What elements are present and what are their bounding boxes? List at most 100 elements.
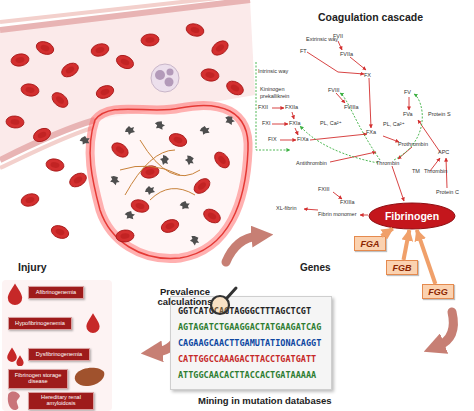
sequence-box: GGTCATGCAGTAGGGCTTTAGCTCGTAGTAGATCTGAAGG… <box>170 296 332 390</box>
red-blood-cells <box>167 131 188 148</box>
cascade-factor: FXIIa <box>285 104 298 110</box>
red-blood-cells <box>109 140 131 160</box>
red-blood-cells <box>67 170 89 189</box>
cascade-arrows <box>272 124 288 125</box>
disease-icons <box>7 283 104 410</box>
feedback-lines <box>340 93 380 160</box>
leukocyte <box>155 70 165 80</box>
cascade-factor: FXa <box>366 129 376 135</box>
red-blood-cells <box>6 115 25 129</box>
disorder-box: Hypofibrinogenemia <box>8 317 72 330</box>
platelets <box>189 234 201 246</box>
red-blood-cells <box>20 83 40 98</box>
feedback-lines <box>256 62 422 163</box>
cascade-arrows <box>295 128 298 135</box>
disease-icons <box>86 313 99 333</box>
flow-arrow <box>226 236 258 262</box>
red-blood-cells <box>94 83 115 100</box>
fibrin-strands <box>140 140 200 176</box>
sequence-line: AGTAGATCTGAAGGACTATGAAGATCAG <box>178 319 324 335</box>
gene-box: FGA <box>354 236 386 251</box>
disorder-name: Afibrinogenemia <box>36 290 76 296</box>
disorder-box: Fibrinogen storage disease <box>8 369 68 389</box>
platelets <box>79 135 91 146</box>
cascade-factor: FX <box>364 72 371 78</box>
cascade-factor: FXII <box>258 104 268 110</box>
red-blood-cells <box>200 68 220 83</box>
cascade-factor: Intrinsic way <box>258 68 288 74</box>
cascade-arrows <box>383 136 399 142</box>
cascade-arrows <box>350 57 366 70</box>
gene-name: FGB <box>393 263 412 273</box>
disorder-box: Afibrinogenemia <box>28 286 84 299</box>
cascade-factor: Thrombin <box>424 168 447 174</box>
disorder-name: Hereditary renal amyloidosis <box>29 395 93 407</box>
red-blood-cells <box>159 217 180 234</box>
red-blood-cells <box>130 198 150 214</box>
cascade-arrows <box>272 41 447 215</box>
fibrinogen-ellipse: Fibrinogen <box>368 202 456 230</box>
red-blood-cells <box>31 126 52 144</box>
blood-vessel <box>0 0 245 22</box>
cascade-factor: FVIII <box>328 87 340 93</box>
ellipse-fill <box>369 203 455 229</box>
cascade-factor: FVIIIa <box>344 104 359 110</box>
cascade-factor: FIXa <box>297 136 309 142</box>
red-blood-cells <box>20 192 40 208</box>
cascade-factor: Fibrin monomer <box>318 211 357 217</box>
cascade-factor: FIX <box>268 136 277 142</box>
disorder-name: Fibrinogen storage disease <box>9 373 67 385</box>
cascade-arrows <box>360 215 368 216</box>
cascade-factor: FT <box>300 48 307 54</box>
cascade-factor: Kininogen <box>260 86 284 92</box>
leukocyte <box>151 64 179 92</box>
feedback-lines <box>256 62 290 150</box>
red-blood-cells <box>209 38 231 58</box>
cascade-factor: TM <box>412 168 420 174</box>
cascade-factor: Antithrombin <box>296 160 327 166</box>
platelets <box>153 119 166 132</box>
platelets <box>108 174 121 187</box>
platelets <box>123 209 136 222</box>
fibrin-strands <box>125 150 175 195</box>
leukocyte <box>165 78 174 87</box>
sequence-line: CATTGGCCAAAGACTTACCTGATGATT <box>178 351 324 367</box>
disorder-box: Hereditary renal amyloidosis <box>28 392 94 410</box>
leukocyte <box>151 64 179 92</box>
red-blood-cells <box>191 176 213 197</box>
cascade-arrows <box>336 93 345 103</box>
cascade-factor: prekallikrein <box>260 93 289 99</box>
injury-area <box>90 105 248 258</box>
injury-area <box>90 105 248 258</box>
red-blood-cells <box>6 22 246 243</box>
flow-arrow <box>438 312 453 346</box>
red-blood-cells <box>10 53 30 68</box>
platelets <box>184 154 195 165</box>
section-label: Coagulation cascade <box>318 12 423 24</box>
node-title: Fibrinogen <box>385 210 439 222</box>
red-blood-cells <box>114 53 135 71</box>
red-blood-cells <box>90 42 110 58</box>
disorder-name: Dysfibrinogenemia <box>36 352 82 358</box>
fibrin-strands <box>120 140 200 200</box>
gene-arrow <box>382 229 393 236</box>
section-label: Genes <box>300 262 331 273</box>
disease-icons <box>16 355 23 366</box>
disease-icons <box>8 283 22 305</box>
sequence-line: ATTGGCAACACTTACCACTGATAAAAA <box>178 367 324 383</box>
cascade-factor: FVII <box>333 33 343 39</box>
cascade-factor: XL-fibrin <box>276 205 296 211</box>
cascade-factor: FVa <box>403 111 413 117</box>
red-blood-cells <box>185 22 205 38</box>
blood-vessel <box>0 0 250 30</box>
cascade-arrows <box>338 41 342 50</box>
red-blood-cells <box>59 60 81 79</box>
platelets <box>179 200 191 212</box>
red-blood-cells <box>49 90 71 111</box>
gene-name: FGG <box>428 287 448 297</box>
cascade-factor: FVIIa <box>340 51 353 57</box>
cascade-arrows <box>398 147 412 159</box>
cascade-arrows <box>310 134 367 140</box>
cascade-arrows <box>307 52 364 74</box>
